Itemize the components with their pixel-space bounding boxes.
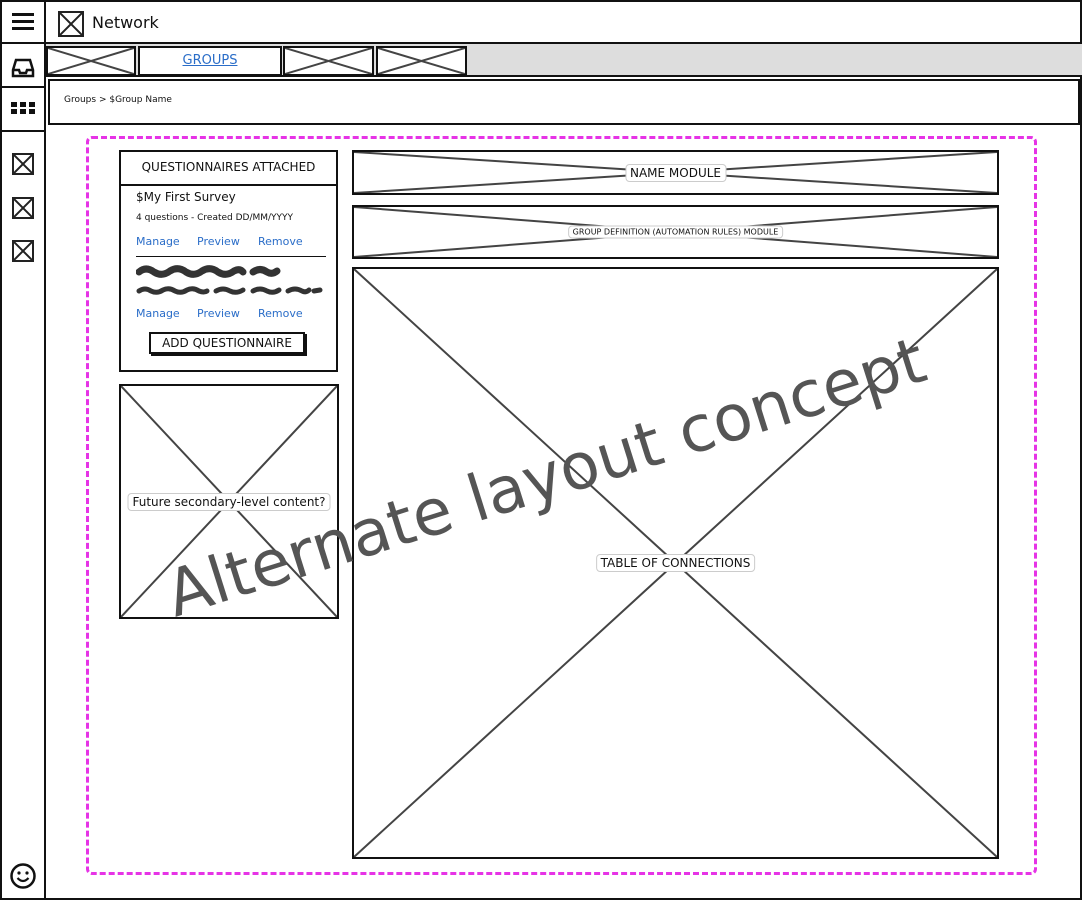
- remove-link[interactable]: Remove: [258, 235, 303, 248]
- redacted-text: [136, 265, 323, 295]
- apps-grid-icon: [11, 102, 35, 114]
- placeholder-nav-icon-3[interactable]: [12, 240, 34, 262]
- preview-link[interactable]: Preview: [197, 235, 240, 248]
- tab-placeholder-3[interactable]: [376, 46, 467, 76]
- header-bar: Network: [46, 0, 1082, 44]
- questionnaire-item-2: Manage Preview Remove: [136, 262, 326, 322]
- annotation-region: [86, 136, 1037, 875]
- item-divider: [136, 256, 326, 257]
- secondary-content-placeholder: Future secondary-level content?: [119, 384, 339, 619]
- app-logo-placeholder-icon: [58, 11, 84, 37]
- manage-link[interactable]: Manage: [136, 235, 180, 248]
- remove-link[interactable]: Remove: [258, 307, 303, 320]
- placeholder-nav-icon-1[interactable]: [12, 153, 34, 175]
- inbox-icon: [11, 58, 35, 78]
- tab-placeholder-1[interactable]: [46, 46, 136, 76]
- breadcrumb-bar: Groups > $Group Name: [48, 79, 1080, 125]
- questionnaire-meta: 4 questions - Created DD/MM/YYYY: [136, 213, 294, 223]
- apps-button[interactable]: [0, 88, 46, 132]
- menu-button[interactable]: [0, 0, 46, 44]
- questionnaire-title[interactable]: $My First Survey: [136, 190, 236, 204]
- manage-link[interactable]: Manage: [136, 307, 180, 320]
- tab-groups-label: GROUPS: [182, 53, 238, 68]
- questionnaires-panel: QUESTIONNAIRES ATTACHED $My First Survey…: [119, 150, 338, 372]
- connections-table-label: TABLE OF CONNECTIONS: [595, 554, 756, 572]
- questionnaires-heading: QUESTIONNAIRES ATTACHED: [121, 152, 336, 186]
- placeholder-nav-icon-2[interactable]: [12, 197, 34, 219]
- name-module-label: NAME MODULE: [624, 163, 727, 182]
- hamburger-menu-icon: [12, 13, 34, 30]
- group-definition-label: GROUP DEFINITION (AUTOMATION RULES) MODU…: [567, 225, 784, 239]
- secondary-content-label: Future secondary-level content?: [127, 492, 331, 511]
- questionnaire-item-1: $My First Survey 4 questions - Created D…: [136, 190, 326, 250]
- group-definition-module: GROUP DEFINITION (AUTOMATION RULES) MODU…: [352, 205, 999, 259]
- name-module: NAME MODULE: [352, 150, 999, 195]
- tab-groups[interactable]: GROUPS: [138, 46, 282, 76]
- left-rail: [0, 0, 46, 900]
- breadcrumb[interactable]: Groups > $Group Name: [64, 95, 172, 105]
- preview-link[interactable]: Preview: [197, 307, 240, 320]
- inbox-button[interactable]: [0, 46, 46, 88]
- smiley-face-icon: [10, 863, 36, 889]
- add-questionnaire-button[interactable]: ADD QUESTIONNAIRE: [149, 332, 305, 354]
- connections-table: TABLE OF CONNECTIONS: [352, 267, 999, 859]
- tab-placeholder-2[interactable]: [283, 46, 374, 76]
- profile-button[interactable]: [9, 862, 37, 890]
- app-title: Network: [92, 13, 159, 32]
